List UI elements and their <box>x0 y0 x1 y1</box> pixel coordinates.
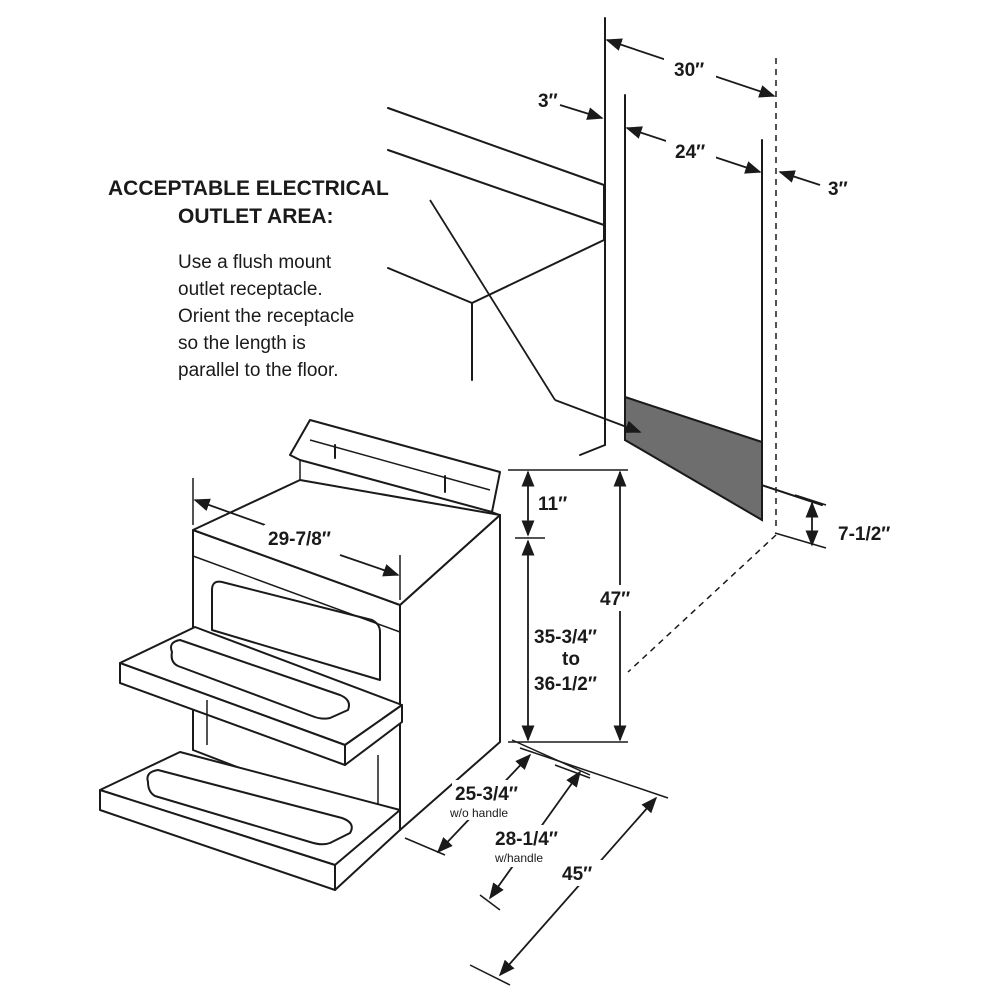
countertop-top-edge <box>387 149 605 226</box>
upper-door-window <box>170 639 350 720</box>
countertop-back-edge <box>387 107 605 197</box>
dim-line-depth-door-open <box>498 796 658 977</box>
extension-line <box>479 894 501 911</box>
label-left-side: 3″ <box>538 91 558 112</box>
label-cooktop-height-line1: 35-3/4″ <box>534 627 597 648</box>
range-illustration <box>99 419 501 891</box>
label-overall-height: 47″ <box>600 589 630 610</box>
range-backguard <box>289 419 501 513</box>
upper-door-side <box>344 704 403 766</box>
upper-oven-window <box>211 580 381 681</box>
label-depth-with-handle: 28-1/4″ <box>495 829 558 850</box>
label-cooktop-height-line3: 36-1/2″ <box>534 674 597 695</box>
label-depth-no-handle: 25-3/4″ <box>455 784 518 805</box>
label-cooktop-height-line2: to <box>562 649 580 670</box>
backguard-panel-line <box>309 439 491 491</box>
callout-leader <box>429 199 556 401</box>
dim-line-range-width-b <box>339 554 400 577</box>
label-depth-with-handle-note: w/handle <box>494 851 543 865</box>
label-outlet-height: 7-1/2″ <box>838 524 890 545</box>
label-outlet-width: 24″ <box>675 142 705 163</box>
label-backguard-height: 11″ <box>538 494 567 515</box>
callout-body-line: so the length is <box>178 333 306 354</box>
label-right-side: 3″ <box>828 179 848 200</box>
callout-title-line1: ACCEPTABLE ELECTRICAL <box>108 177 389 200</box>
callout-leader-arrow <box>554 399 642 433</box>
lower-door-side <box>334 809 401 891</box>
extension-line <box>774 532 827 549</box>
callout-body-line: Use a flush mount <box>178 252 332 273</box>
label-cutout-width: 30″ <box>674 60 704 81</box>
extension-line <box>469 964 511 986</box>
floor-dashed-diagonal <box>627 534 777 673</box>
label-range-width: 29-7/8″ <box>268 529 331 550</box>
label-depth-no-handle-note: w/o handle <box>449 806 508 820</box>
dimension-labels: 30″ 3″ 24″ 3″ 7-1/2″ 29-7/8″ 11″ 47″ 35-… <box>264 56 890 886</box>
extension-line <box>794 494 827 506</box>
callout-title-line2: OUTLET AREA: <box>178 205 334 228</box>
label-depth-door-open: 45″ <box>562 864 592 885</box>
callout-body-line: outlet receptacle. <box>178 279 323 300</box>
lower-door-window <box>146 769 353 846</box>
outlet-callout: ACCEPTABLE ELECTRICAL OUTLET AREA: Use a… <box>108 177 389 381</box>
extension-line <box>519 747 669 799</box>
countertop-front <box>387 195 605 304</box>
dim-line-range-width-a <box>193 498 266 526</box>
dim-line-right-side <box>778 170 821 186</box>
callout-body-line: parallel to the floor. <box>178 360 339 381</box>
floor-corner-left <box>579 444 606 456</box>
callout-body-line: Orient the receptacle <box>178 306 354 327</box>
backguard-right-edge <box>491 511 501 516</box>
extension-line <box>404 837 446 856</box>
outlet-area-shaded <box>624 395 763 522</box>
dim-line-left-side <box>559 104 604 120</box>
extension-line <box>511 739 591 776</box>
